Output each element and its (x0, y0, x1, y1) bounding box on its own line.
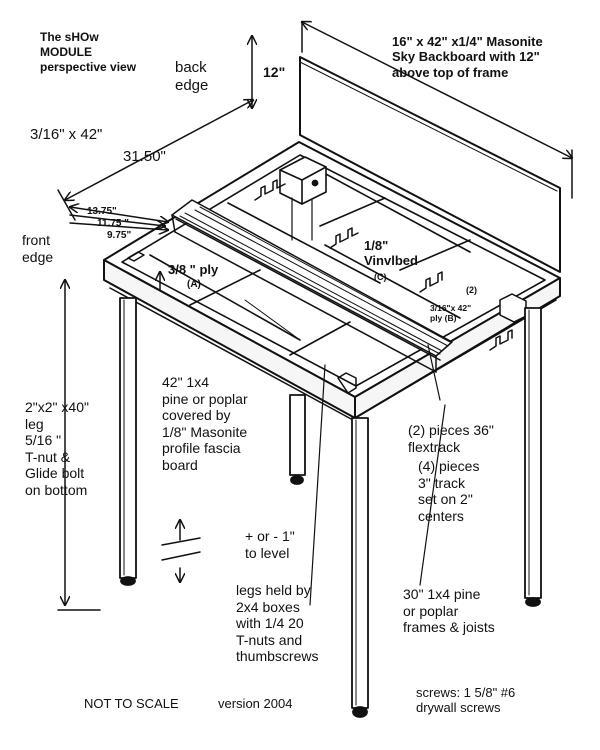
ply-3-8-label: 3/8 " ply (168, 262, 219, 277)
dim-31-50-label: 31.50" (123, 148, 166, 165)
not-to-scale-label: NOT TO SCALE (84, 696, 179, 711)
dimension-lines (57, 22, 572, 611)
level-label: + or - 1" to level (245, 528, 295, 561)
track-roadbed (171, 199, 453, 373)
dim-13-75-label: 13.75" (87, 206, 117, 217)
dim-11-75-label: 11.75 " (97, 218, 129, 229)
table-top (103, 141, 561, 421)
vinylbed-c-label: (C) (374, 272, 387, 282)
version-label: version 2004 (218, 696, 293, 711)
dim-3-16-x-42-label: 3/16" x 42" (30, 126, 103, 143)
flextrack-label: (2) pieces 36" flextrack (408, 422, 494, 455)
vinylbed-label: 1/8" Vinvlbed (364, 238, 418, 269)
front-edge-label: front edge (22, 232, 54, 265)
frames-joists-label: 30" 1x4 pine or poplar frames & joists (403, 586, 495, 636)
track-pieces-label: (4) pieces 3" track set on 2" centers (418, 458, 480, 524)
legs-held-label: legs held by 2x4 boxes with 1/4 20 T-nut… (236, 582, 319, 665)
fascia-label: 42" 1x4 pine or poplar covered by 1/8" M… (162, 374, 248, 473)
back-edge-label: back edge (175, 59, 209, 94)
height-12-label: 12" (263, 64, 286, 80)
screws-label: screws: 1 5/8" #6 drywall screws (416, 685, 516, 716)
ply-b-count-label: (2) (466, 285, 477, 295)
title-line-2: MODULE (40, 45, 92, 59)
dim-9-75-label: 9.75" (107, 230, 132, 241)
ply-b-label: 3/16"x 42" ply (B) (430, 303, 472, 324)
ply-a-label: (A) (187, 279, 201, 290)
backboard-label: 16" x 42" x1/4" Masonite Sky Backboard w… (392, 34, 543, 80)
profile-notches (127, 179, 527, 394)
title-line-3: perspective view (40, 60, 137, 74)
title-line-1: The sHOw (40, 30, 99, 44)
legs (119, 297, 542, 718)
leg-label: 2"x2" x40" leg 5/16 " T-nut & Glide bolt… (25, 399, 89, 498)
